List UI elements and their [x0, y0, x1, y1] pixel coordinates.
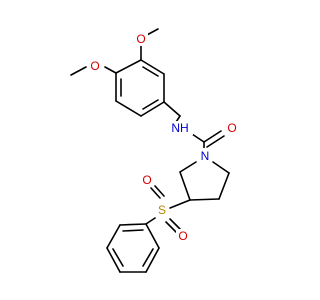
bond-s-o-top-1 — [150, 187, 161, 199]
bond-ring2-c — [106, 247, 121, 273]
bond-ring1-f — [140, 59, 165, 75]
bond-ring2-f — [145, 223, 160, 249]
bond-ring1-d — [140, 101, 165, 117]
bond-ring1-inner-2 — [142, 99, 159, 110]
bond-ring2-e — [145, 247, 160, 273]
atom-sulfur: S — [158, 203, 166, 217]
bond-s-o-right-2 — [169, 218, 181, 230]
atom-oxygen-methoxy-top: O — [136, 32, 145, 46]
bond-carbonyl-double-1 — [203, 130, 222, 143]
bond-ring2-b — [106, 224, 121, 249]
bond-ring1-a — [115, 59, 142, 74]
atom-oxygen-sulfonyl-right: O — [178, 229, 187, 243]
atom-labels: O O NH O N S O O — [88, 32, 239, 243]
bond-carbonyl-double-2 — [206, 135, 225, 148]
bond-s-o-top-2 — [154, 185, 165, 197]
bond-methyl-o-left — [70, 66, 87, 76]
bond-c4-s — [169, 199, 191, 209]
bond-ring2-a — [119, 223, 147, 226]
bond-n-c2 — [212, 161, 230, 174]
bonds — [70, 28, 230, 273]
bond-ring2-inner-3 — [142, 248, 154, 267]
bond-c4-c5 — [179, 171, 191, 201]
bond-ring2-inner-1 — [122, 229, 144, 232]
atom-oxygen-carbonyl: O — [227, 121, 236, 135]
atom-amide-nh: NH — [171, 121, 188, 135]
bond-c5-n — [179, 161, 197, 173]
atom-nitrogen-pyrrolidine: N — [201, 149, 210, 163]
atom-oxygen-sulfonyl-top: O — [142, 173, 151, 187]
bond-ring1-inner-3 — [142, 66, 159, 77]
bond-o-left-ring — [104, 66, 117, 74]
molecule-structure-diagram: O O NH O N S O O — [70, 28, 239, 273]
bond-ring1-c — [115, 100, 142, 117]
bond-s-phenyl — [145, 217, 156, 225]
bond-c3-c4 — [189, 198, 220, 201]
bond-c2-c3 — [218, 172, 230, 200]
bond-ring-ch2 — [163, 101, 181, 117]
bond-ring2-inner-2 — [112, 248, 124, 267]
bond-s-o-right-1 — [165, 221, 177, 233]
atom-oxygen-methoxy-left: O — [90, 59, 99, 73]
